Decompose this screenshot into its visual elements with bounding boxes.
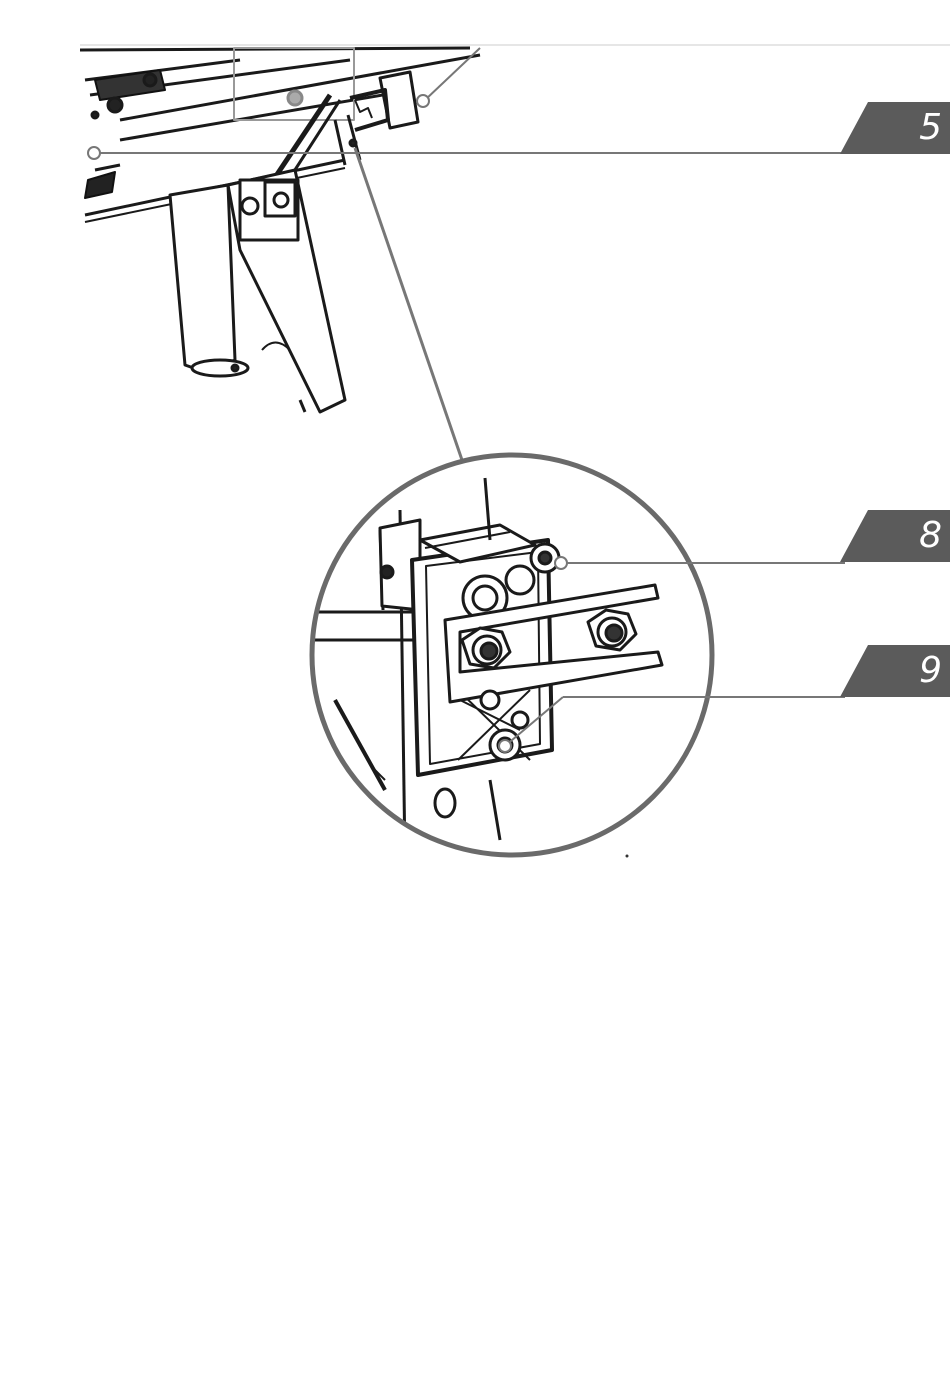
magnifier-pointer — [355, 148, 462, 460]
step-tab-9: 9 — [840, 645, 950, 697]
step-tab-8: 8 — [840, 510, 950, 562]
step-number: 5 — [919, 105, 942, 151]
magnified-detail — [310, 478, 662, 860]
step-number: 9 — [919, 648, 942, 694]
step-tab-5: 5 — [840, 102, 950, 154]
step-number: 8 — [919, 513, 942, 559]
